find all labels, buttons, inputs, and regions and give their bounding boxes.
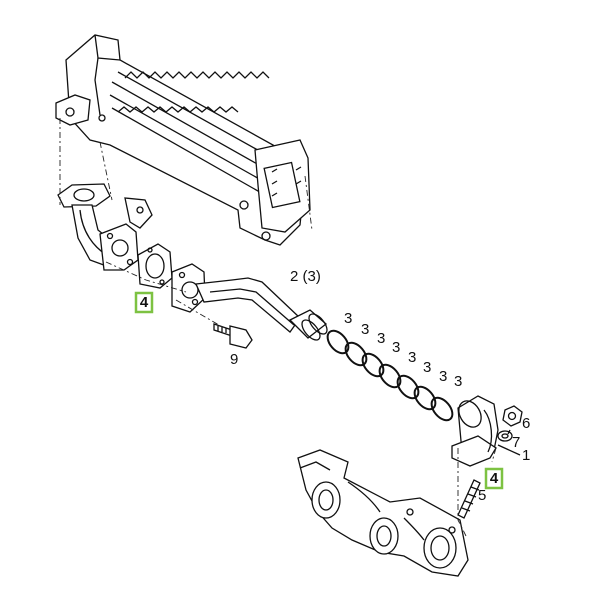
callout-part-3-label-e: 3 bbox=[408, 349, 416, 366]
o-rings-part-3 bbox=[326, 329, 454, 422]
washer-part-7 bbox=[497, 430, 513, 442]
callout-part-4-left[interactable]: 4 bbox=[134, 291, 154, 314]
callout-part-3-label-d: 3 bbox=[392, 339, 400, 356]
cooler-outlet-elbow bbox=[57, 183, 153, 271]
callout-4-left-label: 4 bbox=[140, 294, 149, 311]
stud-part-5 bbox=[457, 479, 481, 519]
egr-pipe-part-2 bbox=[171, 263, 328, 341]
callout-part-3-label-h: 3 bbox=[454, 373, 462, 390]
callout-4-right-label: 4 bbox=[490, 470, 499, 487]
egr-elbow-part-1 bbox=[451, 395, 499, 467]
callout-part-6-label: 6 bbox=[522, 415, 530, 432]
callout-part-9-label: 9 bbox=[230, 351, 238, 368]
gasket-part-4-left bbox=[137, 243, 173, 289]
callout-part-3-label-f: 3 bbox=[423, 359, 431, 376]
exhaust-manifold bbox=[297, 449, 469, 577]
leader-lines bbox=[497, 429, 521, 456]
callout-part-3-label-b: 3 bbox=[361, 321, 369, 338]
egr-cooler bbox=[55, 34, 311, 246]
callout-part-7-label: 7 bbox=[512, 434, 520, 451]
assembly-guide-lines bbox=[59, 118, 497, 537]
callout-part-4-right[interactable]: 4 bbox=[484, 467, 504, 490]
callout-part-2-label: 2 (3) bbox=[290, 268, 321, 285]
callout-part-3-label-c: 3 bbox=[377, 330, 385, 347]
callout-part-1-label: 1 bbox=[522, 447, 530, 464]
callout-part-5-label: 5 bbox=[478, 487, 486, 504]
callout-part-3-label-a: 3 bbox=[344, 310, 352, 327]
nut-part-6 bbox=[502, 405, 523, 427]
callout-part-3-label-g: 3 bbox=[439, 368, 447, 385]
bolt-part-9 bbox=[213, 323, 253, 349]
